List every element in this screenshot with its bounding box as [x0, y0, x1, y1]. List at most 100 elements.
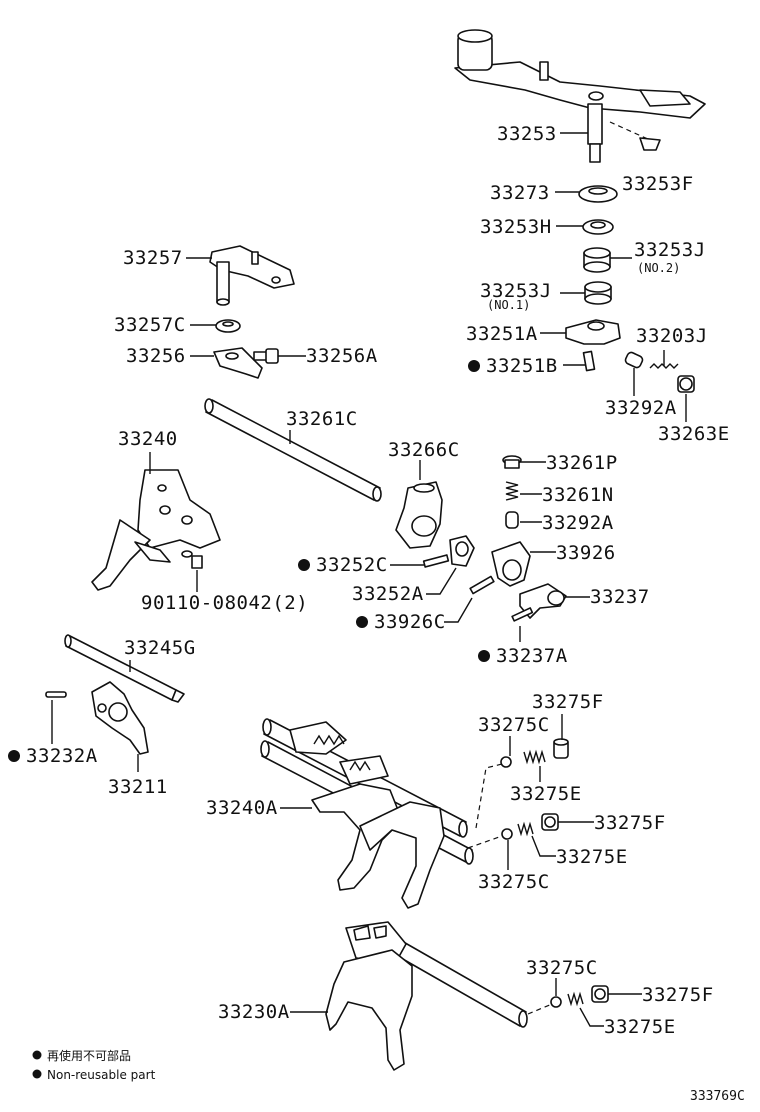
part-33240A-assembly: [260, 718, 474, 909]
part-33230A-fork: [325, 921, 528, 1071]
nonreusable-mark-33926C: [356, 616, 368, 628]
dash-33253F: [609, 121, 651, 141]
nonreusable-mark-33251B: [468, 360, 480, 372]
part-33245G-rod: [64, 634, 185, 703]
part-90110-bolt: [191, 555, 203, 569]
part-33275E-spring-3: [567, 991, 584, 1007]
label-33253J-no2: 33253J: [634, 239, 706, 261]
label-33252A: 33252A: [352, 583, 424, 605]
part-33926C-pin: [469, 575, 495, 595]
part-33926-head: [491, 541, 531, 587]
label-90110: 90110-08042(2): [141, 592, 308, 614]
label-33275F-1: 33275F: [532, 691, 604, 713]
part-33251A-lever: [565, 319, 621, 345]
part-33292A-plunger-upper: [624, 351, 644, 369]
leader-33275E-2: [531, 835, 556, 857]
dash-detent-2: [467, 835, 503, 849]
part-33256-lever: [213, 347, 263, 379]
label-33275C-3: 33275C: [526, 957, 598, 979]
label-33275E-1: 33275E: [510, 783, 582, 805]
figure-code: 333769C: [690, 1089, 745, 1104]
label-33926C: 33926C: [374, 611, 446, 633]
part-33275F-plug-3: [591, 985, 609, 1003]
part-33253-lever: [454, 29, 706, 163]
part-33275C-ball-1: [500, 756, 512, 768]
label-33211: 33211: [108, 776, 168, 798]
dash-detent-1: [475, 763, 503, 829]
legend-line-1: 再使用不可部品: [47, 1048, 131, 1063]
label-33203J: 33203J: [636, 325, 708, 347]
part-33203J-spring: [649, 363, 679, 369]
label-33253J-no2-note: (NO.2): [637, 261, 680, 275]
label-33237A: 33237A: [496, 645, 568, 667]
label-33232A: 33232A: [26, 745, 98, 767]
part-33257C-washer: [215, 319, 241, 333]
label-33257: 33257: [123, 247, 183, 269]
label-33253H: 33253H: [480, 216, 552, 238]
label-33256: 33256: [126, 345, 186, 367]
part-33257-lever: [209, 245, 295, 306]
part-33256A-bolt: [253, 348, 279, 364]
label-33275F-3: 33275F: [642, 984, 714, 1006]
label-33253J-no1-note: (NO.1): [487, 298, 530, 312]
label-33245G: 33245G: [124, 637, 196, 659]
label-33275E-3: 33275E: [604, 1016, 676, 1038]
nonreusable-mark-33237A: [478, 650, 490, 662]
label-33253J-no1: 33253J: [480, 280, 552, 302]
part-33275F-plug-2: [541, 813, 559, 831]
part-33253F: [639, 137, 661, 151]
part-33232A-pin: [45, 691, 67, 698]
label-33266C: 33266C: [388, 439, 460, 461]
nonreusable-mark-33232A: [8, 750, 20, 762]
legend-dot-1: [32, 1050, 42, 1060]
label-33256A: 33256A: [306, 345, 378, 367]
nonreusable-mark-33252C: [298, 559, 310, 571]
label-33261P: 33261P: [546, 452, 618, 474]
label-33237: 33237: [590, 586, 650, 608]
label-33253F: 33253F: [622, 173, 694, 195]
part-33261P-plug: [502, 455, 522, 469]
label-33275C-2: 33275C: [478, 871, 550, 893]
label-33230A: 33230A: [218, 1001, 290, 1023]
label-33275C-1: 33275C: [478, 714, 550, 736]
part-33275C-ball-2: [501, 828, 513, 840]
part-33275E-spring-1: [523, 749, 546, 765]
part-33261N-spring: [505, 481, 519, 501]
part-33263E-plug: [677, 375, 695, 393]
part-33253H-seal: [582, 219, 614, 235]
label-33926: 33926: [556, 542, 616, 564]
legend-line-2: Non-reusable part: [47, 1068, 156, 1082]
part-33273-washer: [578, 185, 618, 203]
label-33275F-2: 33275F: [594, 812, 666, 834]
part-33266C-head: [395, 481, 443, 549]
part-33253J-bushing-no1: [584, 281, 612, 305]
label-33263E: 33263E: [658, 423, 730, 445]
leader-33275E-3: [579, 1007, 604, 1027]
part-33275F-plug-1: [553, 738, 569, 759]
part-33275E-spring-2: [517, 821, 534, 837]
label-33275E-2: 33275E: [556, 846, 628, 868]
leader-33252A: [426, 567, 457, 595]
label-33292A-lower: 33292A: [542, 512, 614, 534]
label-33240: 33240: [118, 428, 178, 450]
part-33237A-pin: [511, 607, 534, 622]
part-33275C-ball-3: [550, 996, 562, 1008]
label-33252C: 33252C: [316, 554, 388, 576]
label-33251A: 33251A: [466, 323, 538, 345]
part-33240-bracket: [91, 469, 221, 591]
part-33252A-head: [449, 535, 475, 567]
label-33251B: 33251B: [486, 355, 558, 377]
legend-dot-2: [32, 1069, 42, 1079]
leader-33926C: [444, 597, 473, 623]
part-33292A-plunger-lower: [505, 511, 519, 529]
label-33292A-upper: 33292A: [605, 397, 677, 419]
part-33252C-pin: [422, 554, 450, 568]
label-33273: 33273: [490, 182, 550, 204]
label-33257C: 33257C: [114, 314, 186, 336]
part-33211-head: [91, 681, 149, 755]
dash-detent-3: [527, 1003, 553, 1015]
label-33261N: 33261N: [542, 484, 614, 506]
label-33261C: 33261C: [286, 408, 358, 430]
part-33253J-bushing-no2: [583, 247, 611, 273]
